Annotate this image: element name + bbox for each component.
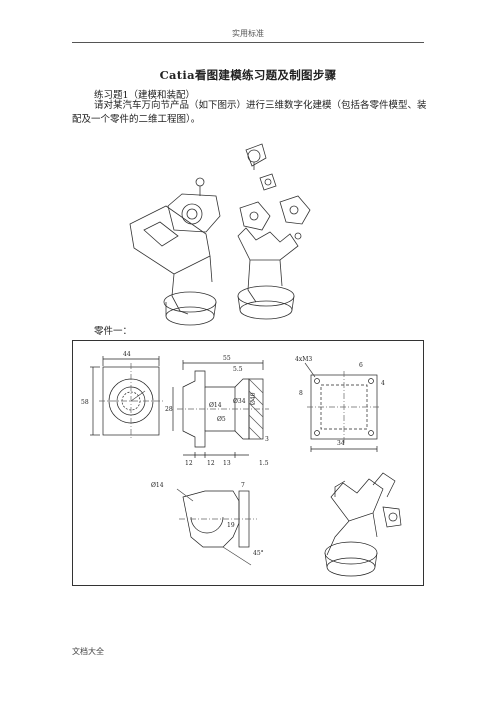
- exploded-parts: [237, 143, 311, 320]
- assembly-illustration: [120, 136, 350, 332]
- dim-8: 8: [299, 390, 303, 397]
- dim-7: 7: [241, 482, 245, 489]
- page-footer: 文档大全: [72, 647, 104, 656]
- dim-phi34: Ø34: [233, 398, 246, 405]
- dim-4xm3: 4xM3: [295, 356, 312, 363]
- dim-12b: 12: [207, 460, 215, 467]
- exercise-label: 练习题1（建模和装配）: [94, 90, 196, 101]
- dim-phi14: Ø14: [209, 402, 222, 409]
- dim-19: 19: [227, 522, 235, 529]
- header-rule: [72, 42, 424, 43]
- dim-44: 44: [123, 351, 131, 358]
- dim-12a: 12: [185, 460, 193, 467]
- dim-phi40: Ø40: [250, 392, 257, 405]
- dim-phi5: Ø5: [217, 416, 226, 423]
- engineering-drawing: 44 58 55 5.5 28 Ø14 Ø5 Ø34 Ø40 12 12 13 …: [72, 340, 424, 586]
- document-title: Catia看图建模练习题及制图步骤: [159, 68, 337, 82]
- section-view: [172, 360, 269, 458]
- top-view: [304, 362, 381, 452]
- isometric-view: [324, 472, 402, 577]
- dim-55: 55: [223, 355, 231, 362]
- dim-58: 58: [81, 399, 89, 406]
- dim-45: 45°: [253, 550, 264, 557]
- assembled-joint: [129, 177, 221, 326]
- front-view: [90, 356, 163, 439]
- part-label: 零件一：: [94, 326, 133, 337]
- dim-13: 13: [223, 460, 231, 467]
- dim-34: 34: [337, 440, 345, 447]
- dim-6: 6: [359, 362, 363, 369]
- dim-r14: Ø14: [151, 482, 164, 489]
- dim-28: 28: [165, 406, 173, 413]
- exercise-description: 请对某汽车万向节产品（如下图示）进行三维数字化建模（包括各零件模型、装配及一个零…: [72, 100, 427, 125]
- profile-view: [176, 488, 257, 566]
- dim-1-5: 1.5: [259, 460, 269, 467]
- dim-5-5: 5.5: [233, 366, 243, 373]
- page-header: 实用标准: [232, 29, 264, 38]
- dim-3: 3: [265, 436, 269, 443]
- dim-4: 4: [381, 380, 385, 387]
